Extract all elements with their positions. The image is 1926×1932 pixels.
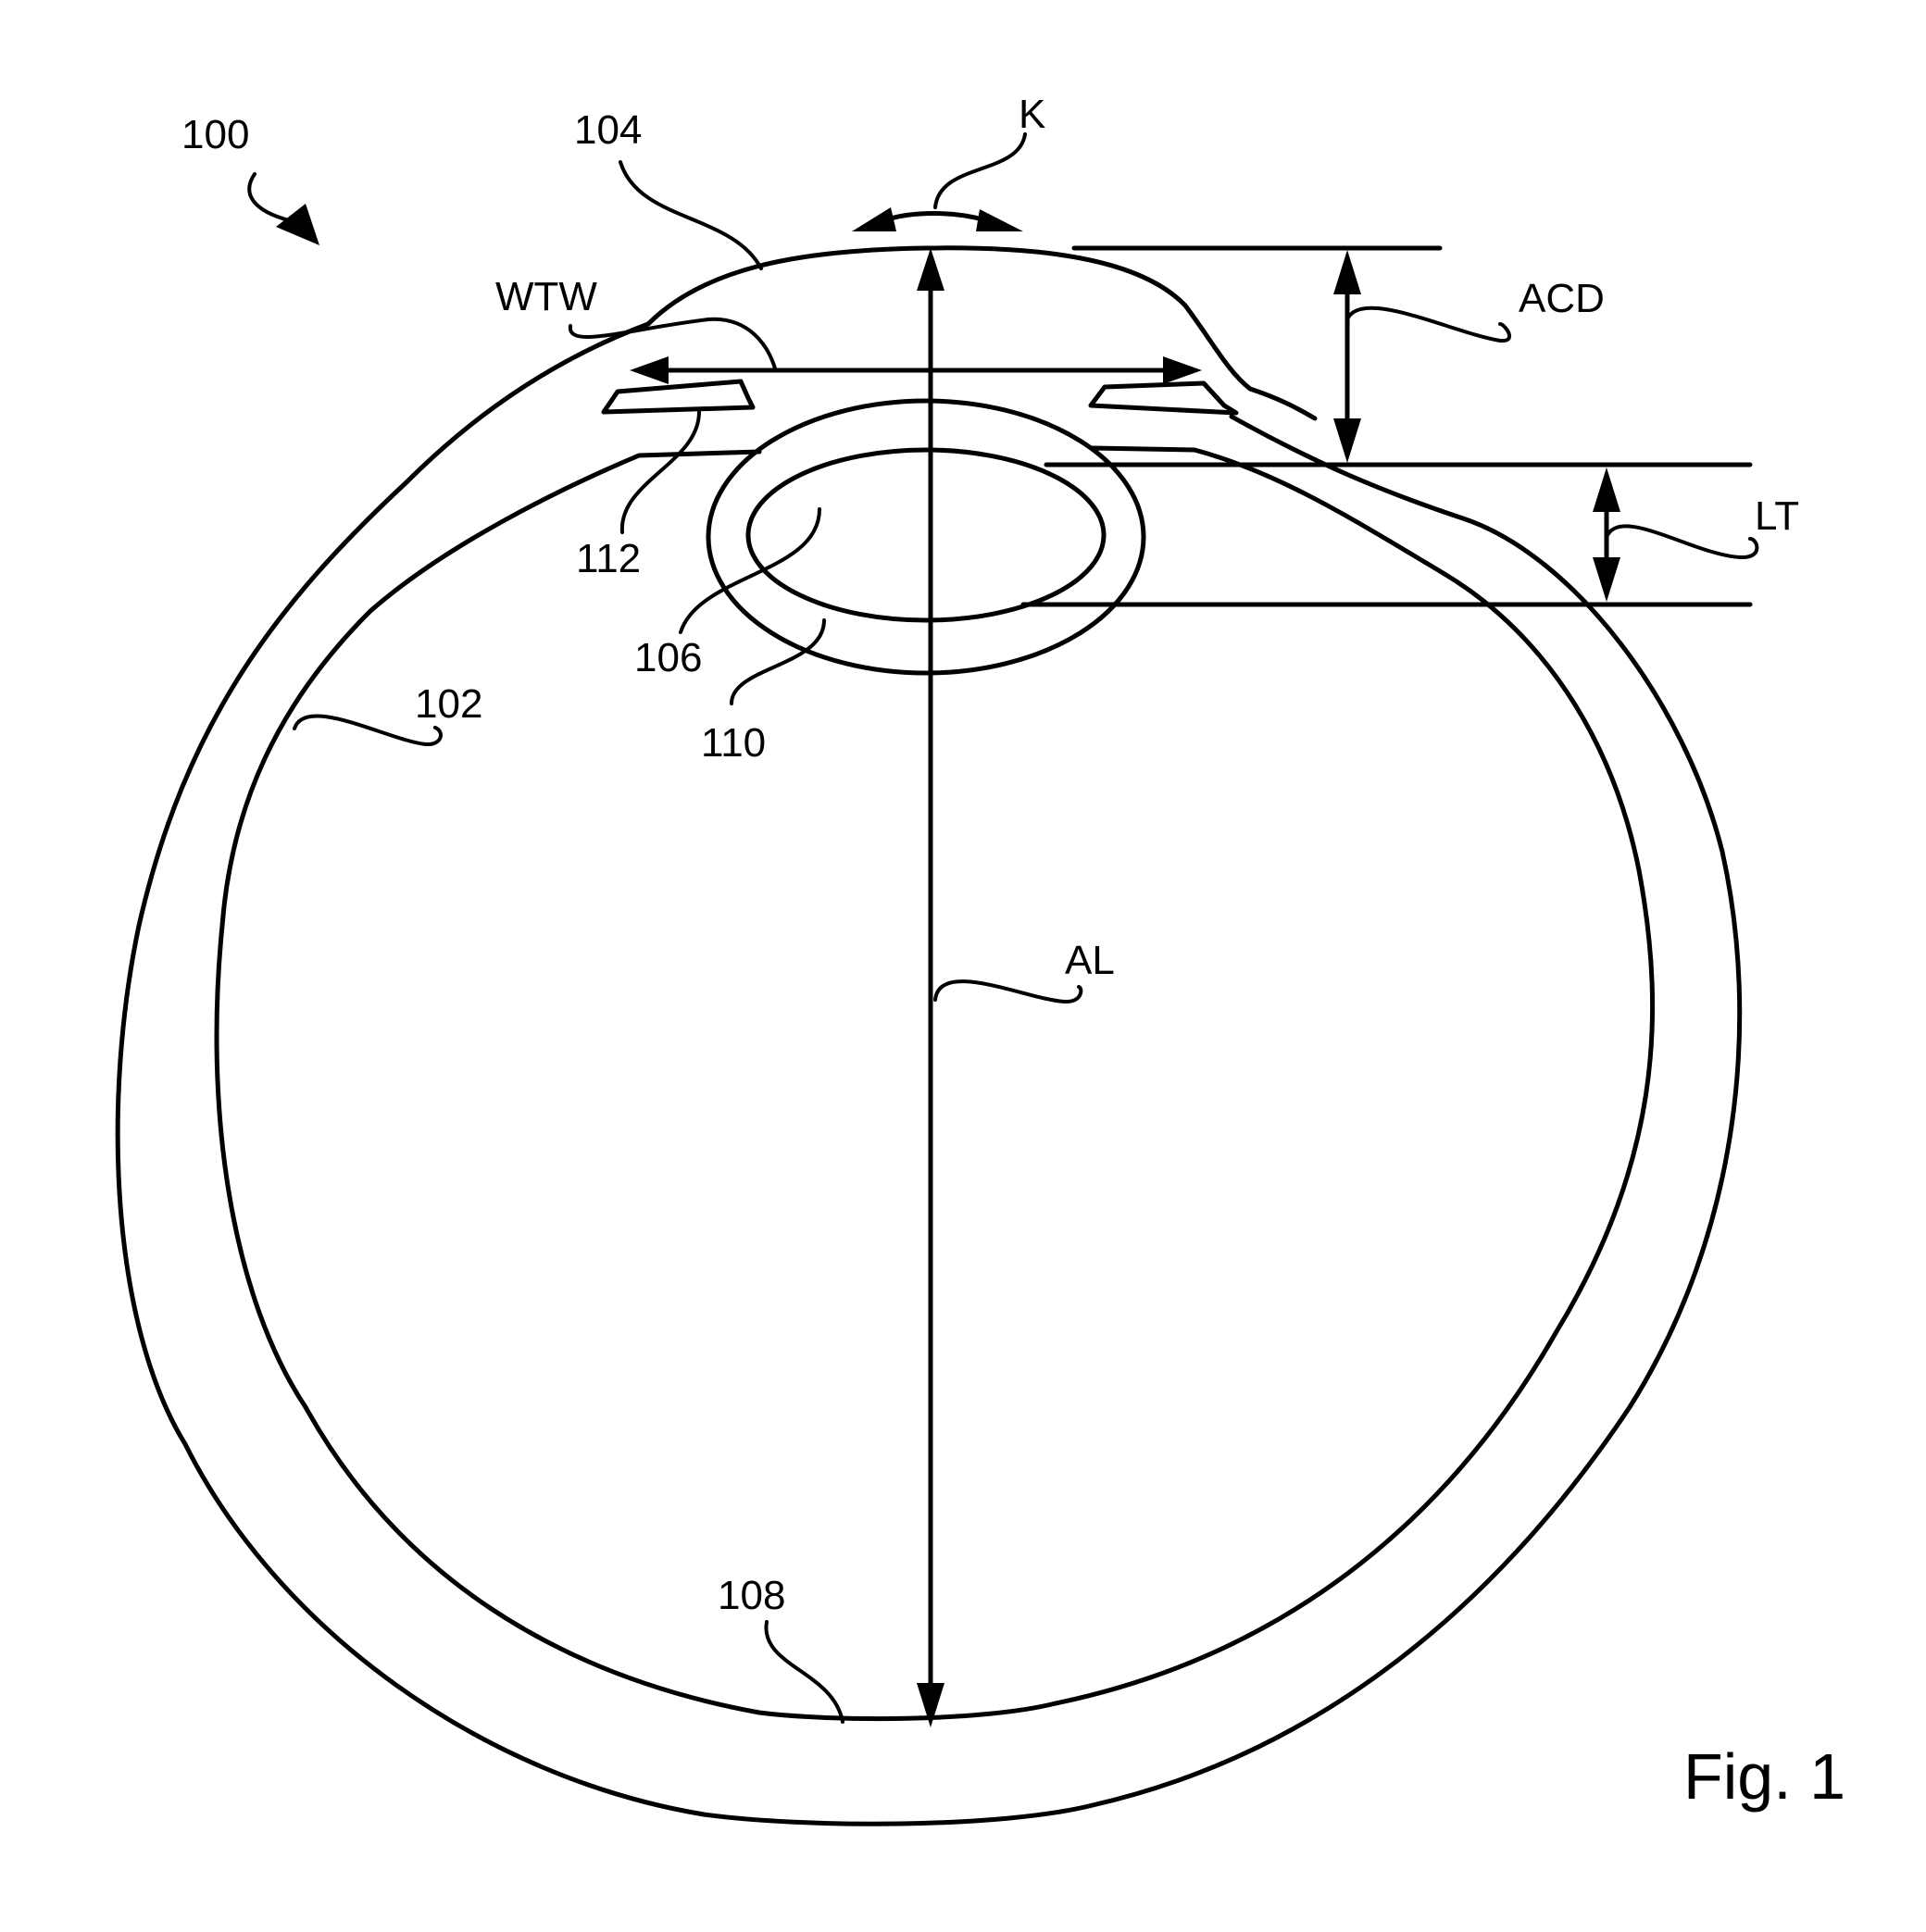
- leader-102: [293, 714, 443, 746]
- leader-wtw: [568, 317, 777, 370]
- leader-acd: [1345, 305, 1512, 343]
- label-108: 108: [718, 1573, 785, 1618]
- lens-capsule: [706, 398, 1146, 676]
- label-102: 102: [415, 681, 482, 727]
- leader-112: [619, 410, 701, 534]
- label-k: K: [1019, 92, 1045, 137]
- k-arrow-left: [852, 207, 896, 231]
- figure-label: Fig. 1: [1683, 1740, 1845, 1813]
- label-acd: ACD: [1519, 276, 1605, 321]
- leader-al: [933, 979, 1083, 1004]
- leader-k: [933, 132, 1027, 209]
- label-wtw: WTW: [495, 274, 597, 319]
- lens: [745, 447, 1107, 623]
- leader-104: [619, 160, 763, 270]
- ref-100-curve: [247, 172, 291, 222]
- label-106: 106: [634, 635, 702, 680]
- label-100: 100: [181, 112, 249, 157]
- wtw-arrow-left: [630, 356, 669, 384]
- sclera-outer: [115, 321, 1743, 1826]
- wtw-arrow-right: [1163, 356, 1202, 384]
- leader-108: [764, 1620, 844, 1724]
- leader-110: [730, 618, 826, 705]
- label-104: 104: [574, 107, 642, 153]
- lt-arrow-top: [1593, 467, 1620, 512]
- leader-lt: [1605, 524, 1759, 560]
- k-arrow-right: [976, 209, 1023, 231]
- k-arc: [882, 211, 989, 223]
- ref-100-arrowhead: [276, 204, 319, 245]
- iris-left: [601, 379, 756, 415]
- sclera-inner: [214, 445, 1656, 1722]
- iris-right: [1088, 380, 1239, 416]
- label-lt: LT: [1755, 493, 1799, 539]
- label-110: 110: [701, 720, 766, 766]
- leader-106: [679, 507, 821, 634]
- al-arrow-bottom: [917, 1683, 944, 1727]
- al-arrow-top: [917, 248, 944, 291]
- lt-arrow-bottom: [1593, 557, 1620, 602]
- cornea: [645, 245, 1318, 421]
- acd-arrow-top: [1333, 250, 1361, 294]
- acd-arrow-bottom: [1333, 418, 1361, 463]
- label-al: AL: [1065, 938, 1115, 983]
- label-112: 112: [576, 536, 641, 581]
